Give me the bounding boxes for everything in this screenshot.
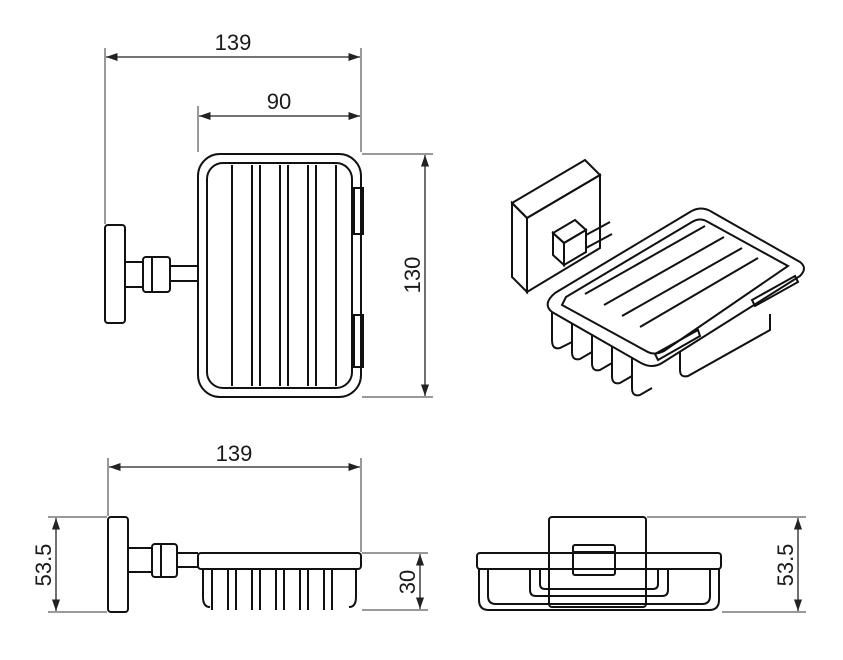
front-view: 53.5 bbox=[476, 516, 806, 613]
dim-side-basket-height: 30 bbox=[395, 570, 420, 594]
dim-top-height: 130 bbox=[400, 257, 425, 294]
dim-top-basket-width: 90 bbox=[267, 89, 291, 114]
top-view: 139 90 130 bbox=[104, 30, 433, 398]
dim-side-total-height: 53.5 bbox=[31, 544, 56, 587]
dim-top-overall-width: 139 bbox=[215, 30, 252, 55]
side-view: 139 53.5 30 bbox=[31, 441, 428, 613]
dim-side-overall-width: 139 bbox=[216, 441, 253, 466]
isometric-view bbox=[510, 158, 805, 397]
dim-front-total-height: 53.5 bbox=[773, 544, 798, 587]
